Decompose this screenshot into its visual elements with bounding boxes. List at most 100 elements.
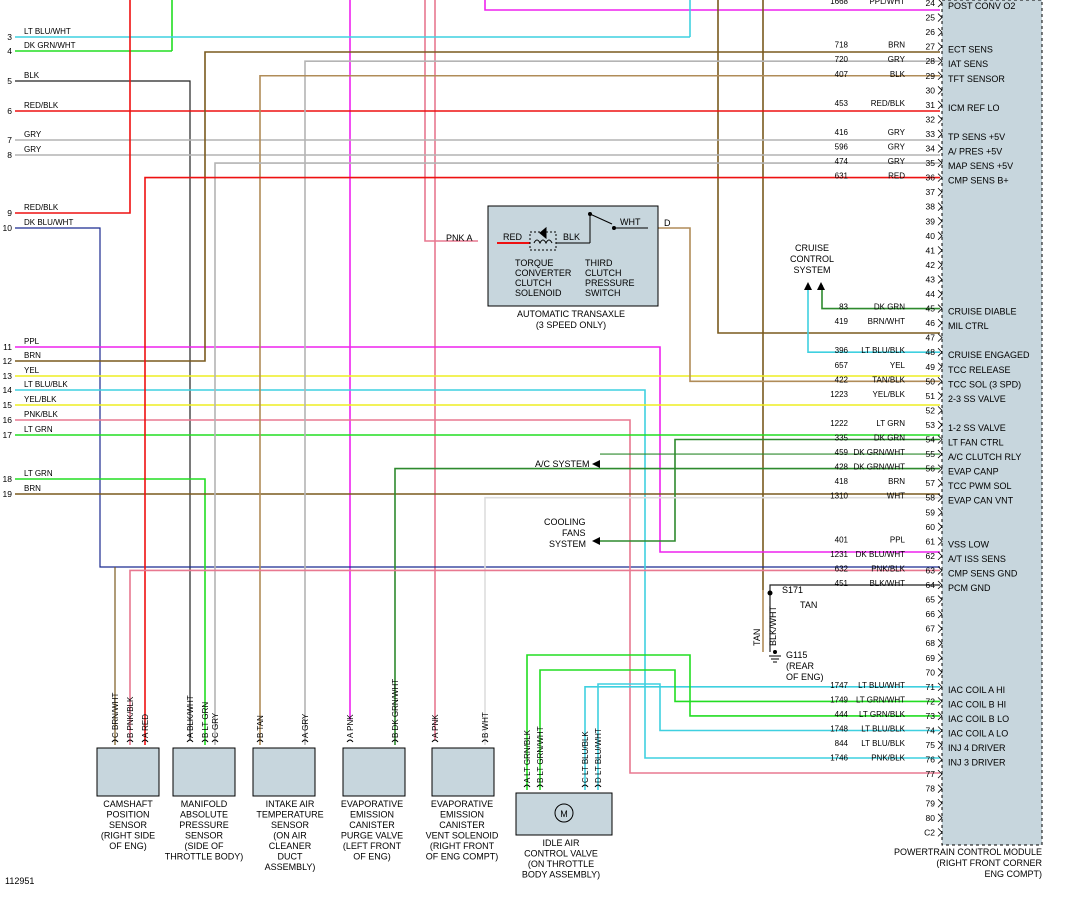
connector-icon <box>186 739 194 743</box>
pcm-pin-row: 70 <box>926 667 943 677</box>
circuit-number: 844 <box>835 739 849 748</box>
pin-terminal-icon <box>937 566 943 575</box>
pin-terminal-icon <box>937 187 943 197</box>
component-pin-label: D LT BLU/WHT <box>594 728 603 783</box>
circuit-number: 720 <box>835 55 849 64</box>
pcm-pin-row: 67 <box>926 624 943 634</box>
connector-icon <box>201 739 209 743</box>
left-wire-label: LT GRN <box>24 425 53 434</box>
left-wire-label: LT BLU/WHT <box>24 27 71 36</box>
pin-terminal-icon <box>937 391 943 401</box>
wire-color-label: DK GRN/WHT <box>853 463 905 472</box>
pcm-pin-row: 59 <box>926 507 943 517</box>
component-label-line: DUCT <box>278 852 303 862</box>
left-pin-number: 4 <box>7 46 12 56</box>
wire-left-9 <box>15 0 131 214</box>
pin-terminal-icon <box>937 420 943 430</box>
g115-line-2: (REAR <box>786 661 815 671</box>
pin-terminal-icon <box>937 304 943 313</box>
pin-terminal-icon <box>937 580 943 590</box>
pcm-pin-number: 79 <box>926 798 936 808</box>
left-pin-number: 11 <box>3 342 12 352</box>
pcm-pin-number: 72 <box>926 696 936 706</box>
wire-color-label: BRN <box>888 41 905 50</box>
wire-left-12 <box>15 51 940 362</box>
ground-icon <box>769 655 781 663</box>
circuit-number: 1749 <box>830 695 848 704</box>
cooling-line-3: SYSTEM <box>549 539 586 549</box>
wire-color-label: GRY <box>888 128 906 137</box>
circuit-number: 1231 <box>830 550 848 559</box>
pcm-pin-name: CMP SENS GND <box>948 568 1018 578</box>
pcm-pin-number: 64 <box>926 580 936 590</box>
pcm-label-line-3: ENG COMPT) <box>985 869 1043 879</box>
pcm-pin-number: 71 <box>926 682 936 692</box>
circuit-number: 1310 <box>830 492 848 501</box>
pcm-pin-number: 38 <box>926 202 936 212</box>
pcm-pin-name: A/ PRES +5V <box>948 147 1002 157</box>
left-pin-number: 13 <box>3 371 13 381</box>
pcm-pin-number: 56 <box>926 464 936 474</box>
connector-icon <box>111 739 119 743</box>
cooling-arrow-icon <box>592 537 600 545</box>
connector-icon <box>481 739 489 743</box>
pcm-pin-number: 31 <box>926 100 936 110</box>
transaxle-wht-label: WHT <box>620 217 641 227</box>
ac-arrow-icon <box>592 460 600 468</box>
pcm-pin-row: 42 <box>926 260 943 270</box>
component-label-line: OF ENG) <box>353 852 391 862</box>
pcm-pin-name: EVAP CAN VNT <box>948 496 1014 506</box>
pcm-pin-number: 66 <box>926 609 936 619</box>
pcm-pin-number: 33 <box>926 129 936 139</box>
pcm-pin-number: 63 <box>926 565 936 575</box>
pcm-pin-row: 66 <box>926 609 943 619</box>
left-wire-label: BLK <box>24 71 40 80</box>
motor-icon <box>554 803 574 823</box>
pin-terminal-icon <box>937 697 943 706</box>
pcm-pin-number: 69 <box>926 653 936 663</box>
blkwht-vertical-label: BLK/WHT <box>768 605 778 646</box>
pin-terminal-icon <box>937 551 943 561</box>
component-pin-label: A RED <box>141 714 150 738</box>
ground-splice: S171 TAN TAN BLK/WHT G115 (REAR OF ENG) <box>752 585 824 682</box>
pin-terminal-icon <box>937 173 943 182</box>
pin-terminal-icon <box>937 537 943 546</box>
cruise-control-system: CRUISE CONTROL SYSTEM <box>790 243 834 290</box>
pcm-pin-number: 37 <box>926 187 936 197</box>
pcm-pin-number: 70 <box>926 667 936 677</box>
tcc-solenoid-line-3: CLUTCH <box>515 278 552 288</box>
circuit-number: 396 <box>835 346 849 355</box>
pcm-pin-name: CRUISE ENGAGED <box>948 350 1030 360</box>
left-pin-number: 18 <box>3 474 13 484</box>
component-label-line: OF ENG COMPT) <box>426 852 499 862</box>
component-label-line: CANISTER <box>439 820 485 830</box>
wire-pin58 <box>484 496 940 745</box>
pcm-pin-number: 36 <box>926 173 936 183</box>
wire-color-label: LT BLU/WHT <box>858 681 905 690</box>
pcm-pin-name: INJ 4 DRIVER <box>948 743 1006 753</box>
pcm-pin-number: 44 <box>926 289 936 299</box>
wire-pnk-top-3 <box>717 0 940 334</box>
component-label-line: ABSOLUTE <box>180 810 228 820</box>
wire-color-label: LT GRN/WHT <box>856 695 905 704</box>
pcm-pin-row: 30 <box>926 85 943 95</box>
wire-color-label: DK BLU/WHT <box>856 550 905 559</box>
wire-left-18 <box>15 478 206 745</box>
connector-icon <box>431 739 439 743</box>
splice-s171-label: S171 <box>782 585 803 595</box>
pcm-pin-row: 41 <box>926 245 943 255</box>
wire-ppl-pin24 <box>484 0 940 11</box>
wire-pin45 <box>821 285 940 310</box>
component-label-line: (SIDE OF <box>184 841 224 851</box>
circuit-number: 1668 <box>830 0 848 6</box>
pcm-pin-number: 74 <box>926 726 936 736</box>
third-switch-line-4: SWITCH <box>585 288 621 298</box>
pcm-pin-row: 69 <box>926 653 943 663</box>
component-label-line: VENT SOLENOID <box>426 831 499 841</box>
